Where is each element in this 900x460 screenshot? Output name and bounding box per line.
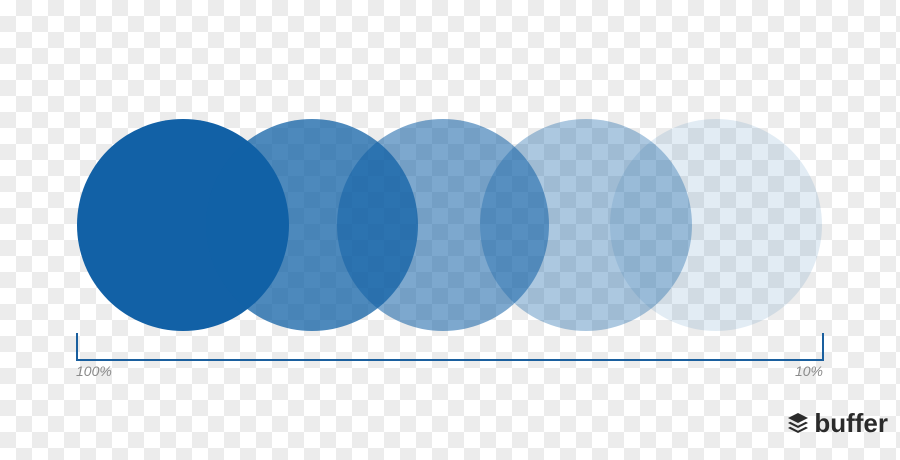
scale-end-tick	[822, 333, 824, 361]
scale-start-tick	[76, 333, 78, 361]
opacity-scale-bracket	[76, 333, 824, 361]
brand-name: buffer	[814, 408, 888, 438]
scale-end-label: 10%	[794, 363, 823, 379]
scale-line	[76, 359, 824, 361]
buffer-stack-icon	[788, 413, 809, 433]
buffer-logo: buffer	[786, 408, 888, 438]
circle-opacity-35	[480, 119, 692, 331]
circle-opacity-12	[610, 119, 822, 331]
scale-start-label: 100%	[76, 363, 112, 379]
circle-opacity-55	[337, 119, 549, 331]
